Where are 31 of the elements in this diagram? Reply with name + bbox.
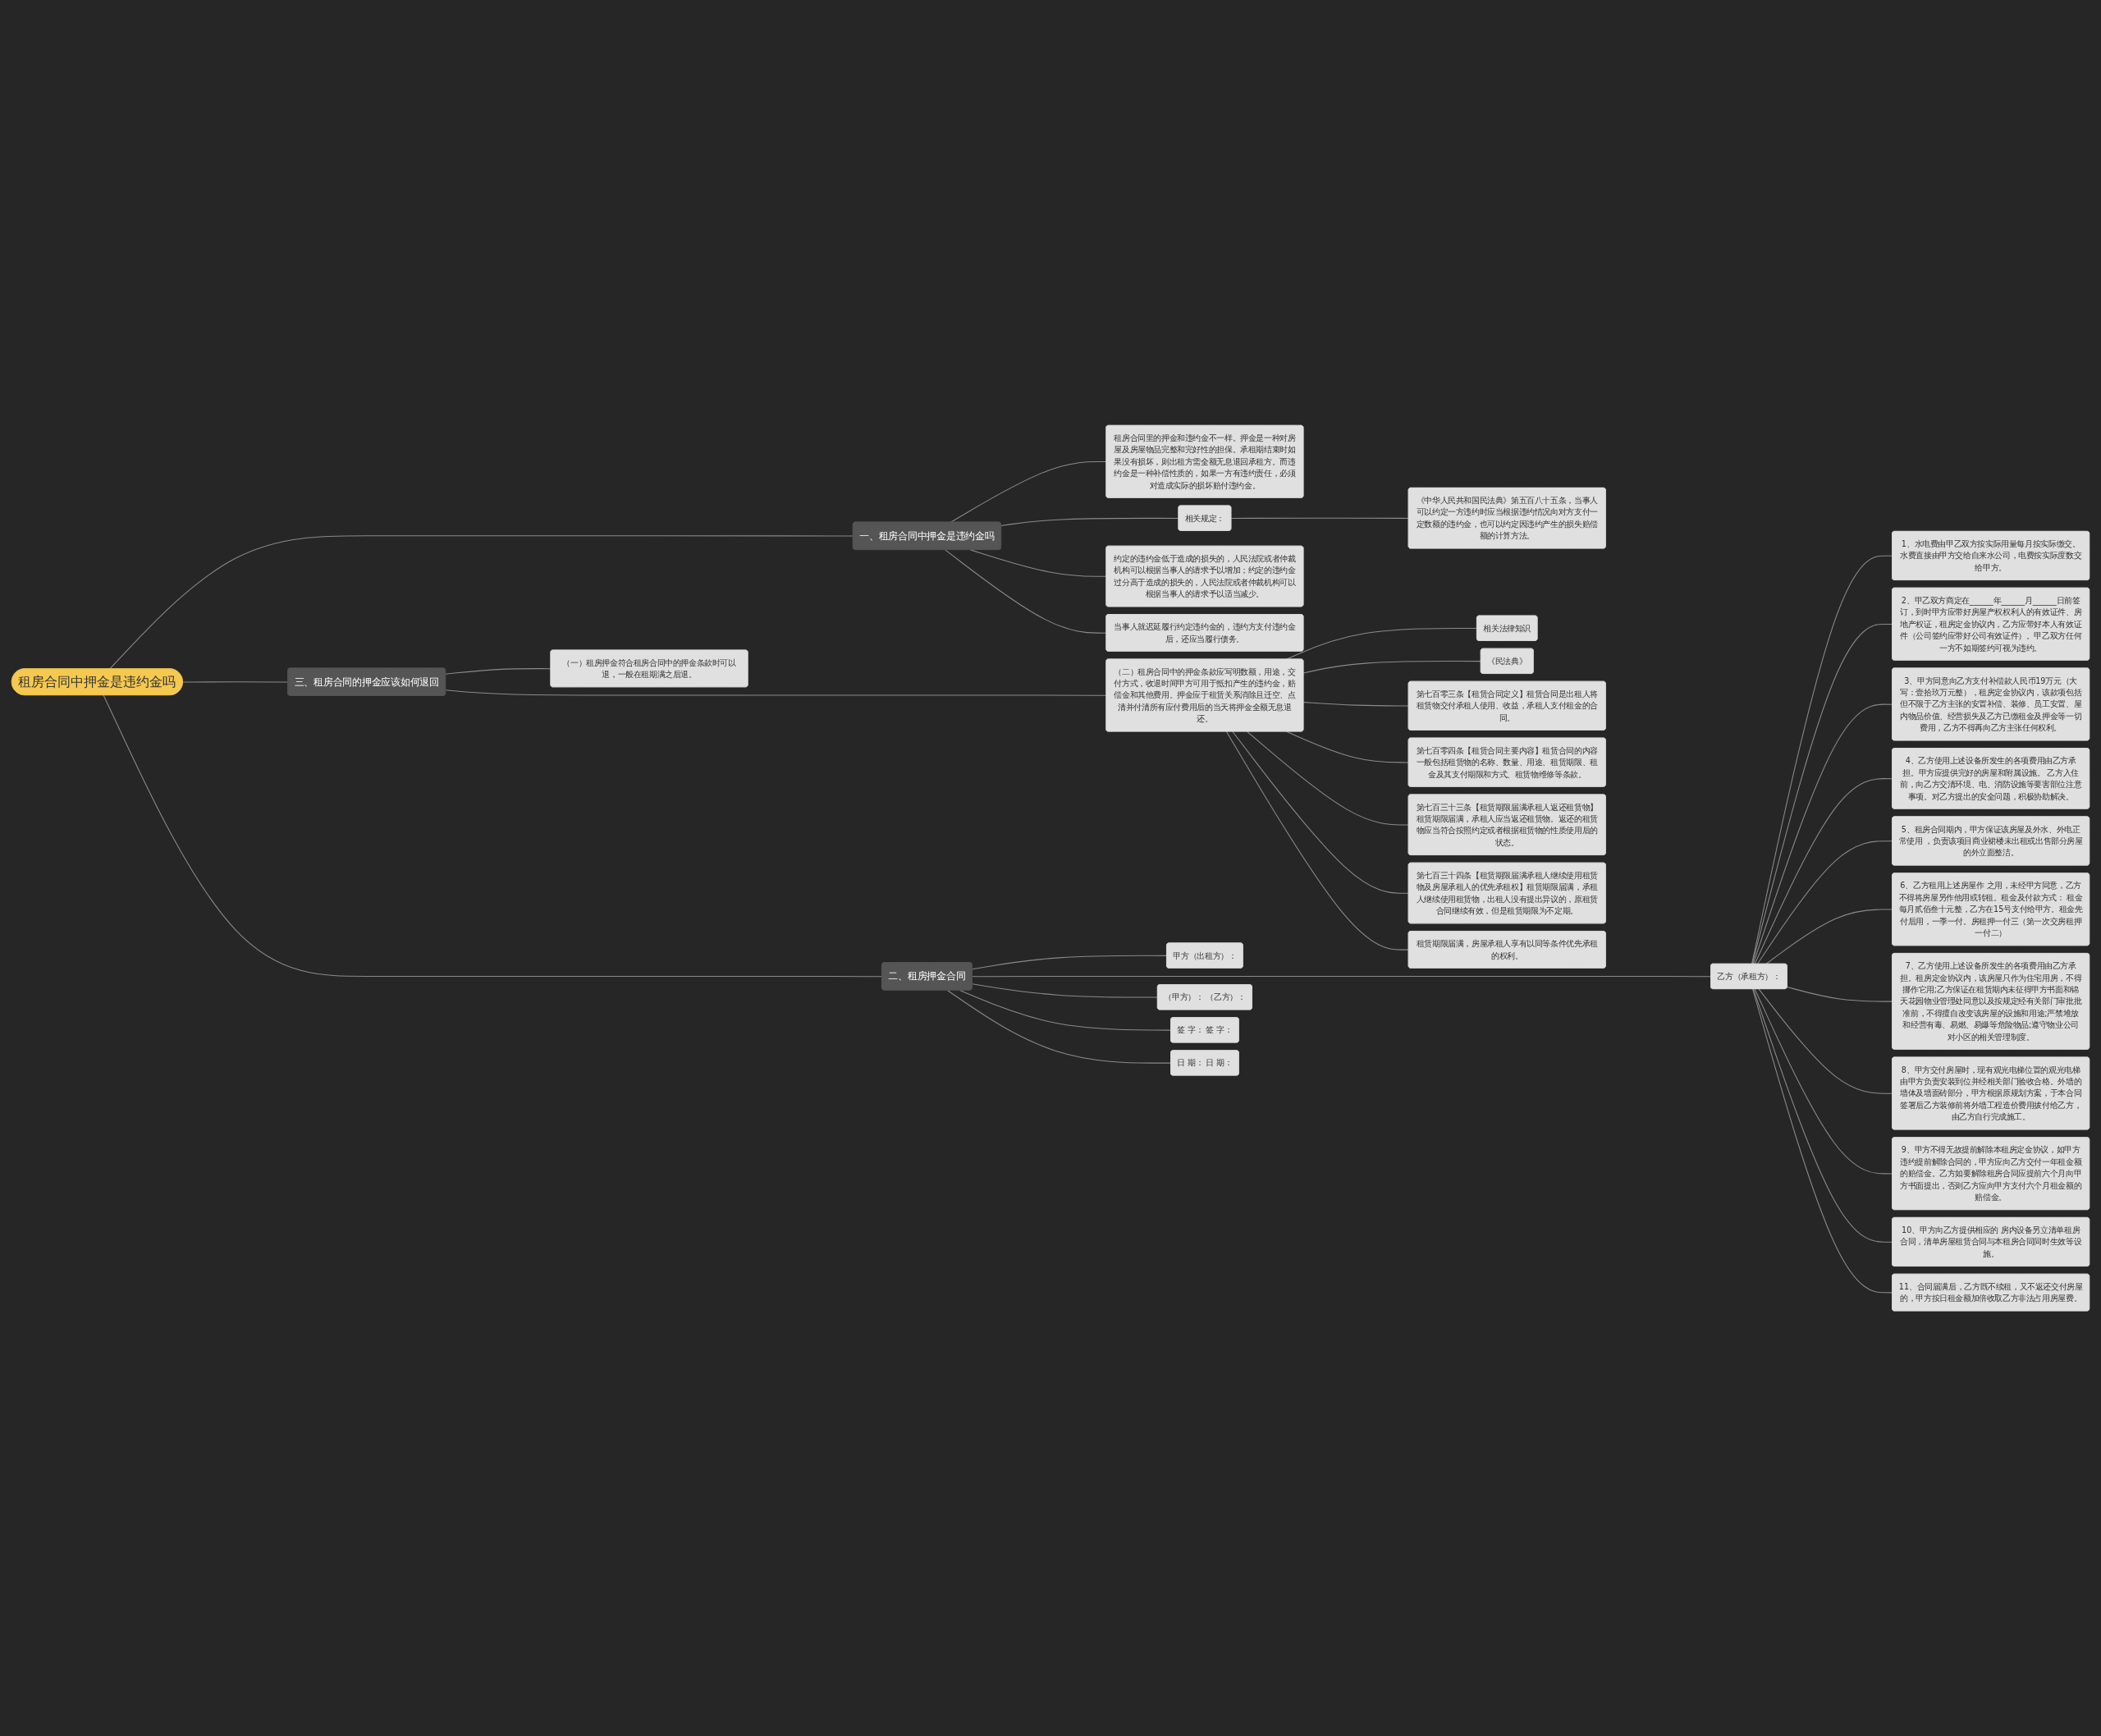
connector	[1232, 731, 1409, 894]
connector	[1754, 988, 1893, 1175]
connector	[1000, 517, 1179, 526]
connector	[109, 535, 854, 670]
connector	[1302, 701, 1409, 707]
connector	[103, 694, 883, 978]
connector	[969, 549, 1107, 577]
connector	[1247, 731, 1409, 826]
connector	[1765, 909, 1893, 964]
connector	[1752, 988, 1893, 1294]
connector	[1285, 731, 1409, 763]
connector	[1752, 988, 1893, 1243]
connector	[1754, 777, 1893, 964]
connector	[1225, 731, 1409, 950]
connector	[972, 983, 1159, 998]
connector	[945, 549, 1107, 634]
connector	[1752, 703, 1893, 964]
connector	[1787, 986, 1893, 1002]
connector	[445, 689, 1107, 696]
connector	[972, 975, 1712, 978]
connector	[1751, 555, 1893, 964]
connector	[1302, 660, 1482, 674]
connector	[946, 989, 1172, 1064]
connector	[182, 681, 289, 683]
mind-map: 租房合同中押金是违约金吗 一、租房合同中押金是违约金吗 租房合同里的押金和违约金不一样。押金是一种对房屋及房屋物品完整和完好性的担保。承租期结束时如果没有损坏，则出租方需全额无息退回承租方。而违约金是一种补偿性质的，如果一方有违约责任，必须对造成实际的损坏赔付违约金。 相关规定： 《中华人民共和国民法典》第五百八十五条，当事人可以约定一方违约时应当根据违约情况向对方支付一定数额的违约金，也可以约定因违约产生的损失赔偿额的计算方法。 约定的违约金低于造成的损失的，人民法院或者仲裁机构可以根据当事人的请求予以增加；约定的违约金过分高于造成的损失的，人民法院或者仲裁机构可以根据当事人的请求予以适当减少。 当事人就迟延履行约定违约金的，违约方支付违约金后，还应当履行债务。 三、租房合同的押金应该如何退回 （一）租房押金符合租房合同中的押金条款时可以退，一般在租期满之后退。 （二）租房合同中的押金条款应写明数额，用途，交付方式，收退时间甲方可用于抵扣产生的违约金，赔偿金和其他费用。押金应于租赁关系消除且迁空、点清并付清所有应付费用后的当天将押金全额无息退还。 相关法律知识 《民法典》 第七百零三条【租赁合同定义】租赁合同是出租人将租赁物交付承租人使用、收益，承租人支付租金的合同。 第七百零四条【租赁合同主要内容】租赁合同的内容一般包括租赁物的名称、数量、用途、租赁期限、租金及其支付期限和方式、租赁物维修等条款。 第七百三十三条【租赁期限届满承租人返还租赁物】租赁期限届满，承租人应当返还租赁物。返还的租赁物应当符合按照约定或者根据租赁物的性质使用后的状态。 第七百三十四条【租赁期限届满承租人继续使用租赁物及房屋承租人的优先承租权】租赁期限届满，承租人继续使用租赁物，出租人没有提出异议的，原租赁合同继续有效，但是租赁期限为不定期。 租赁期限届满，房屋承租人享有以同等条件优先承租的权利。 二、租房押金合同 甲方（出租方）： 乙方（承租方）： 1、水电费由甲乙双方按实际用量每月按实际缴交。水费直接由甲方交给自来水公司，电费按实际度数交给甲方。 2、甲乙双方商定在______年______月______日前签订，到时甲方应带好房屋产权权利人的有效证件、房地产权证，租房定金协议内，乙方应带好本人有效证件（公司签约应带好公司有效证件）。甲乙双方任何一方不如期签约可视为违约。 3、甲方同意向乙方支付补偿款人民币19万元（大写：壹拾玖万元整），租房定金协议内，该款项包括但不限于乙方主张的安置补偿、装修、员工安置、屋内物品价值、经营损失及乙方已缴租金及押金等一切费用，乙方不得再向乙方主张任何权利。 4、乙方使用上述设备所发生的各项费用由乙方承担。甲方应提供完好的房屋和附属设施。 乙方入住前，向乙方交清环境、电、消防设施等要害部位注意事项。对乙方提出的安全问题，积极协助解决。 5、租房合同期内，甲方保证该房屋及外水、外电正常使用 ，负责该项目商业裙楼未出租或出售部分房屋的外立面整洁。 6、乙方租用上述房屋作 之用，未经甲方同意，乙方不得将房屋另作他用或转租。租金及付款方式： 租金每月贰佰叁十元整，乙方在15号支付给甲方。租金先付后用，一季一付。房租押一付三（第一次交房租押一付二） 7、乙方使用上述设备所发生的各项费用由乙方承担。租房定金协议内，该房屋只作为住宅用房，不得挪作它用;乙方保证在租赁期内未征得甲方书面和锦天花园物业管理处同意以及按规定经有关部门审批批准前，不得擅自改变该房屋的设施和用途;严禁堆放和经营有毒、易燃、易爆等危险物品;遵守物业公司对小区的相关管理制度。 8、甲方交付房屋时，现有观光电梯位置的观光电梯由甲方负责安装到位并经相关部门验收合格。外墙的墙体及墙面砖部分，甲方根据原规划方案，于本合同签署后乙方装修前将外墙工程造价费用拔付给乙方，由乙方自行完成施工。 9、甲方不得无故提前解除本租房定金协议，如甲方违约提前解除合同的，甲方应向乙方交付一年租金额的赔偿金。乙方如要解除租房合同应提前六个月向甲方书面提出，否则乙方应向甲方支付六个月租金额的赔偿金。 10、甲方向乙方提供相应的 房内设备另立清单租房合同，清单房屋租赁合同与本租房合同同时生效等设施。 11、合同届满后，乙方既不续租，又不返还交付房屋的，甲方按日租金额加倍收取乙方非法占用房屋费。 （甲方）： （乙方）： 签 字： 签 字： 日 期： 日 期：	[8, 421, 2093, 1315]
connector	[1751, 623, 1893, 964]
connector	[972, 955, 1168, 970]
connector	[1758, 988, 1893, 1094]
connector	[1230, 517, 1409, 519]
connector	[1756, 841, 1893, 964]
connector	[445, 667, 552, 675]
